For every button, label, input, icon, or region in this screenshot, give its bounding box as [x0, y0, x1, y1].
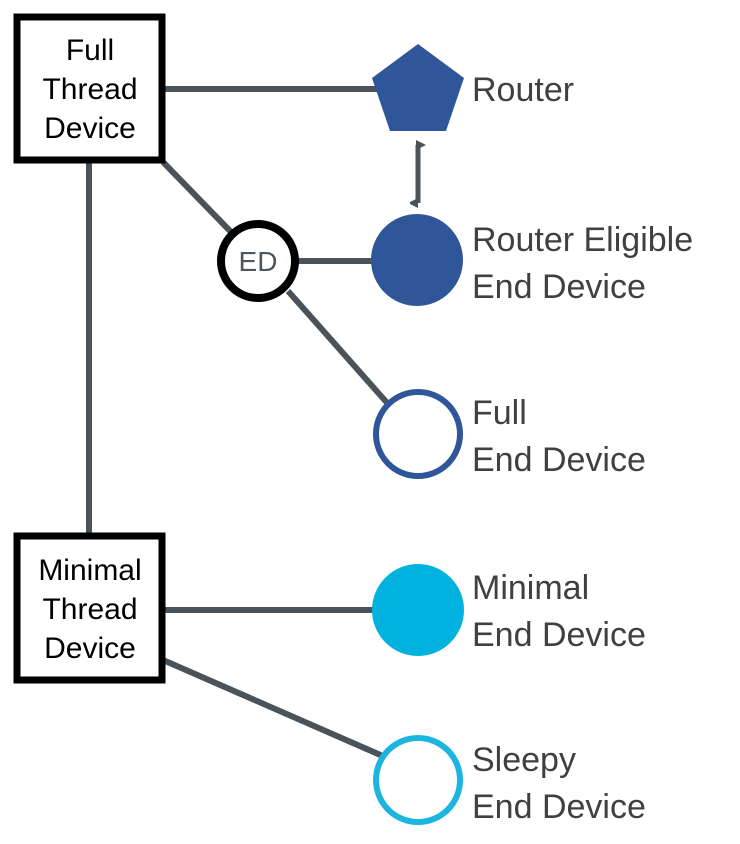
legend-label-sleepy-end-device: Sleepy End Device [472, 741, 646, 826]
legend-label-router-eligible-end-device: Router Eligible End Device [472, 221, 693, 306]
minimal-end-device-node[interactable] [372, 564, 464, 656]
legend-minimal-end-device-line-1: Minimal [472, 569, 589, 607]
router-node[interactable] [372, 44, 464, 131]
minimal-thread-device-line-3: Device [44, 632, 136, 665]
full-thread-device-rect[interactable] [13, 13, 166, 164]
full-end-device-node[interactable] [373, 389, 463, 479]
connector-mtd-to-sleepy-end-device [161, 657, 387, 760]
minimal-thread-device-line-1: Minimal [38, 554, 141, 587]
minimal-thread-device-box[interactable]: Minimal Thread Device [13, 532, 166, 684]
full-thread-device-line-1: Full [66, 34, 114, 67]
minimal-end-device-circle[interactable] [372, 564, 464, 656]
router-eligible-end-device-node[interactable] [371, 214, 463, 306]
legend-reed-line-2: End Device [472, 268, 646, 306]
legend-sleepy-end-device-line-2: End Device [472, 788, 646, 826]
end-device-circle[interactable] [217, 220, 299, 302]
full-end-device-circle[interactable] [373, 389, 463, 479]
minimal-thread-device-rect[interactable] [13, 532, 166, 684]
sleepy-end-device-node[interactable] [373, 735, 463, 825]
legend-label-full-end-device: Full End Device [472, 394, 646, 479]
end-device-label: ED [239, 246, 278, 277]
legend-full-end-device-line-2: End Device [472, 441, 646, 479]
legend-reed-line-1: Router Eligible [472, 221, 693, 259]
connector-ed-to-full-end-device [285, 289, 392, 407]
connector-ftd-to-ed [160, 159, 234, 235]
legend-sleepy-end-device-line-1: Sleepy [472, 741, 576, 779]
legend-minimal-end-device-line-2: End Device [472, 616, 646, 654]
legend-full-end-device-line-1: Full [472, 394, 527, 432]
connector-layer [86, 86, 392, 760]
full-thread-device-box[interactable]: Full Thread Device [13, 13, 166, 164]
sleepy-end-device-circle[interactable] [373, 735, 463, 825]
full-thread-device-line-2: Thread [42, 73, 137, 106]
end-device-node[interactable]: ED [217, 220, 299, 302]
full-thread-device-line-3: Device [44, 112, 136, 145]
router-eligible-end-device-circle[interactable] [371, 214, 463, 306]
minimal-thread-device-line-2: Thread [42, 593, 137, 626]
legend-label-router: Router [472, 71, 574, 109]
legend-router-line-1: Router [472, 71, 574, 109]
router-pentagon-shape[interactable] [372, 44, 464, 131]
legend-label-minimal-end-device: Minimal End Device [472, 569, 646, 654]
